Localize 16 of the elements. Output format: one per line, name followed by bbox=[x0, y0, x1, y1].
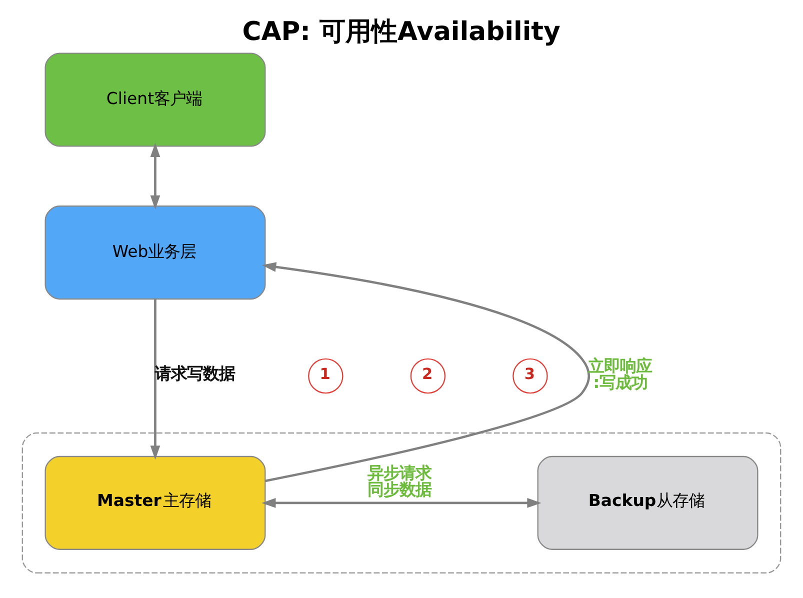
edge-label: 异步请求同步数据 bbox=[367, 464, 432, 499]
diagram-title: CAP: 可用性Availability bbox=[242, 16, 560, 47]
node-box: Master主存储 bbox=[44, 456, 266, 550]
arrow bbox=[262, 262, 590, 482]
edge-label: 请求写数据 bbox=[155, 364, 236, 384]
cluster bbox=[22, 432, 782, 574]
node-circle: 1 bbox=[308, 358, 344, 394]
node-circle: 2 bbox=[410, 358, 446, 394]
arrow bbox=[262, 498, 542, 508]
arrow bbox=[150, 142, 160, 210]
node-circle: 3 bbox=[512, 358, 548, 394]
node-box: Web业务层 bbox=[44, 206, 266, 300]
edge-label: 立即响应:写成功 bbox=[588, 356, 652, 392]
node-box: Client客户端 bbox=[44, 52, 266, 147]
node-box: Backup从存储 bbox=[537, 456, 758, 550]
arrow bbox=[150, 299, 160, 460]
